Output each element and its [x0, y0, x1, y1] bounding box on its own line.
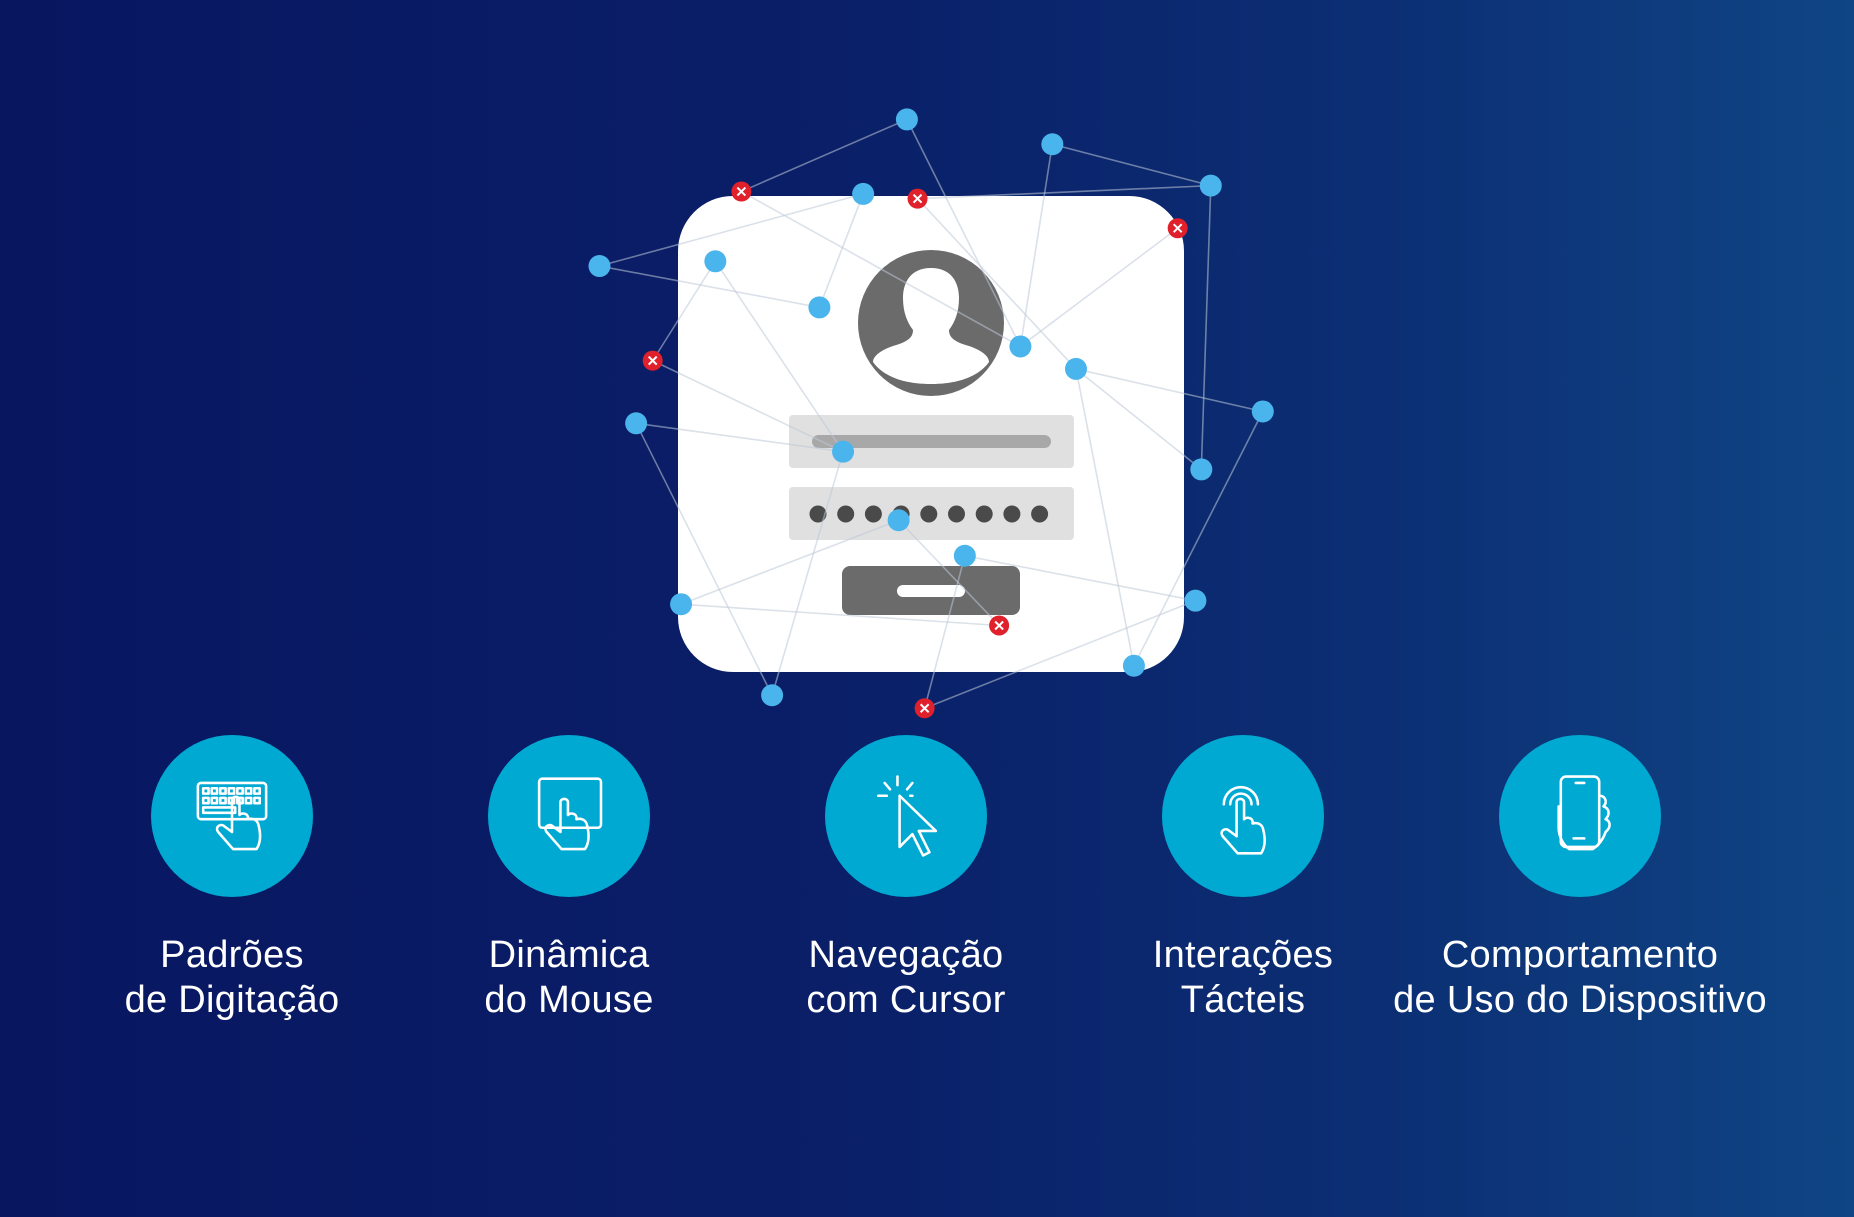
network-edge	[1075, 368, 1202, 471]
network-edge	[1052, 143, 1211, 187]
network-node	[704, 250, 727, 273]
feature-icon-badge	[1162, 735, 1324, 897]
network-node	[1041, 133, 1064, 156]
feature-label-line2: de Digitação	[124, 979, 340, 1021]
network-node	[1190, 458, 1213, 481]
network-node	[1064, 357, 1087, 380]
network-edges	[599, 118, 1264, 709]
error-node-icon	[989, 615, 1010, 636]
network-node	[808, 296, 831, 319]
feature-label-line2: de Uso do Dispositivo	[1393, 979, 1767, 1021]
network-node	[887, 509, 910, 532]
network-edge	[1075, 368, 1135, 666]
network-edge	[916, 198, 1077, 370]
feature-label-line2: com Cursor	[806, 979, 1006, 1021]
password-dot	[1031, 505, 1049, 523]
avatar-icon	[858, 250, 1004, 396]
touch-tap-icon	[1220, 785, 1266, 855]
feature-icon-badge	[1499, 735, 1661, 897]
error-node-icon	[907, 188, 928, 209]
phone-in-hand-icon	[1557, 775, 1611, 851]
feature-label-line1: Comportamento	[1441, 934, 1719, 976]
password-dot	[1003, 505, 1021, 523]
password-dot	[809, 505, 827, 523]
network-edge	[1019, 227, 1179, 348]
feature-icon-badge	[151, 735, 313, 897]
password-dot	[837, 505, 855, 523]
feature-icon-badge	[488, 735, 650, 897]
network-node	[588, 255, 611, 278]
error-node-icon	[642, 350, 663, 371]
password-dot	[975, 505, 993, 523]
error-node-icon	[731, 181, 752, 202]
feature-label-line2: do Mouse	[484, 979, 654, 1021]
network-node	[1199, 174, 1222, 197]
network-node	[1184, 589, 1207, 612]
network-edge	[652, 359, 844, 453]
network-edge	[680, 519, 899, 605]
error-node-icon	[1167, 218, 1188, 239]
feature-icon-badge	[825, 735, 987, 897]
network-edge	[599, 265, 820, 309]
network-edge	[1075, 368, 1263, 413]
network-edge	[917, 184, 1211, 200]
network-edge	[681, 603, 1000, 627]
network-edge	[964, 554, 1196, 602]
error-node-icon	[914, 698, 935, 719]
network-node	[1251, 400, 1274, 423]
password-field	[789, 487, 1074, 540]
network-edge	[740, 190, 1021, 348]
cursor-click-icon	[876, 775, 938, 857]
login-button	[842, 566, 1020, 615]
network-edge	[636, 422, 844, 453]
password-dot	[920, 505, 938, 523]
network-node	[1009, 335, 1032, 358]
feature-label-line1: Navegação	[808, 934, 1004, 976]
network-edge	[635, 422, 773, 696]
feature-label-line1: Interações	[1152, 934, 1334, 976]
network-node	[761, 684, 784, 707]
feature-label-line1: Dinâmica	[488, 934, 650, 976]
network-node	[953, 544, 976, 567]
network-node	[625, 412, 648, 435]
network-edge	[924, 599, 1196, 709]
network-edge	[652, 260, 717, 362]
feature-label-line2: Tácteis	[1180, 979, 1306, 1021]
network-edge	[1133, 411, 1264, 667]
network-edge	[906, 119, 1022, 347]
network-edge	[771, 451, 844, 696]
login-card	[678, 196, 1184, 672]
network-edge	[714, 260, 844, 453]
feature-label-line1: Padrões	[160, 934, 304, 976]
password-dot	[948, 505, 965, 523]
network-node	[670, 593, 693, 616]
network-node	[895, 108, 918, 131]
password-dot	[864, 505, 882, 523]
network-edge	[898, 519, 1000, 627]
touchpad-icon	[537, 777, 603, 851]
network-edge	[599, 193, 864, 267]
network-node	[1122, 654, 1145, 677]
network-edge	[1200, 185, 1212, 470]
network-edge	[818, 193, 864, 308]
keyboard-touch-icon	[196, 781, 268, 851]
network-node	[852, 182, 875, 205]
network-edge	[923, 555, 966, 709]
username-field	[789, 415, 1074, 468]
network-node	[832, 440, 855, 463]
network-edge	[741, 118, 908, 193]
network-edge	[1019, 144, 1054, 347]
network-nodes	[588, 108, 1274, 719]
